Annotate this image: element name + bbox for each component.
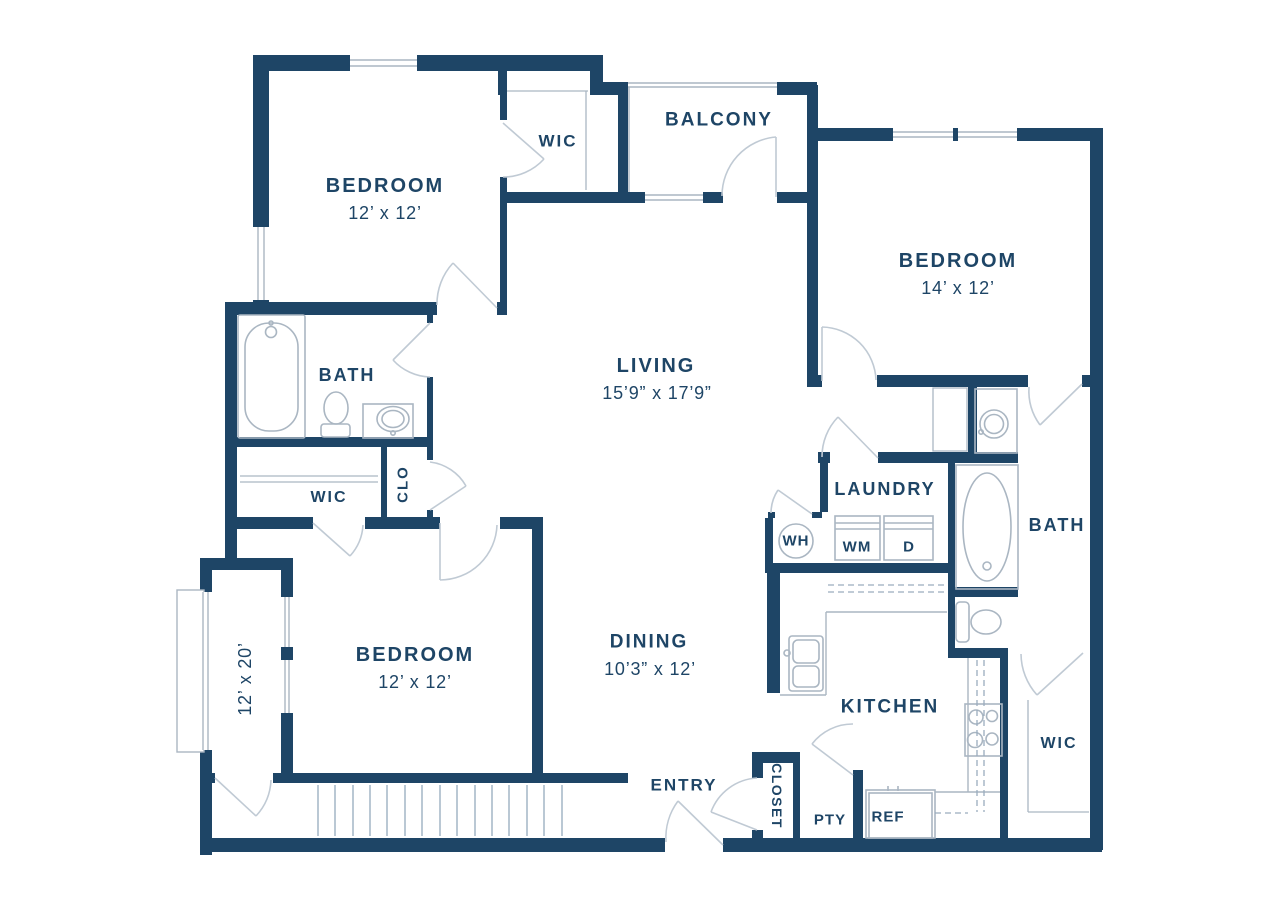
door-vanity	[1028, 383, 1083, 426]
window	[253, 227, 269, 300]
bathtub-icon	[955, 464, 1019, 590]
door-bedroom-bottom	[439, 523, 498, 581]
bedroom-top-right-dims: 14’ x 12’	[921, 278, 995, 298]
dining-label: DINING	[609, 631, 689, 653]
bedroom-bottom-label: BEDROOM	[355, 644, 475, 666]
door-laundry	[821, 416, 879, 459]
bedroom-top-left-label: BEDROOM	[325, 175, 445, 197]
pantry-label: PTY	[813, 811, 847, 829]
window	[281, 660, 293, 713]
door-wic-top	[502, 122, 545, 178]
washer-label: WM	[842, 538, 872, 556]
dryer-icon	[883, 515, 934, 561]
wic-left-label: WIC	[310, 489, 348, 506]
bath-right-label: BATH	[1028, 515, 1086, 535]
window	[645, 192, 703, 203]
window	[958, 128, 1017, 141]
bedroom-bottom-dims: 12’ x 12’	[378, 672, 452, 692]
bedroom-top-left-dims: 12’ x 12’	[348, 203, 422, 223]
closet-shelf-lines	[240, 90, 1089, 813]
stairs-icon	[317, 785, 563, 836]
kitchen-counter-lines	[780, 611, 1000, 793]
living-label: LIVING	[616, 355, 696, 377]
kitchen-sink-icon	[783, 635, 824, 692]
window	[281, 597, 293, 647]
wic-bottom-right-label: WIC	[1040, 735, 1078, 752]
balcony-label: BALCONY	[665, 109, 773, 131]
door-entry-closet	[710, 777, 758, 831]
entry-closet-label: CLOSET	[769, 763, 785, 829]
window	[350, 55, 417, 71]
washer-icon	[834, 515, 881, 561]
wic-top-label: WIC	[538, 131, 578, 151]
hall-closet-label: CLO	[394, 465, 412, 503]
door-wic-bottom-right	[1020, 652, 1084, 696]
sink-icon	[362, 403, 414, 439]
door-bath-left	[392, 322, 431, 378]
kitchen-label: KITCHEN	[840, 696, 940, 718]
refrigerator-label: REF	[871, 808, 905, 826]
toilet-icon	[955, 601, 1002, 643]
dryer-label: D	[903, 538, 915, 556]
window	[200, 592, 212, 750]
door-bedroom-top-right	[821, 326, 877, 381]
door-wic-left	[312, 522, 364, 557]
entry-label: ENTRY	[650, 775, 718, 795]
water-heater-label: WH	[782, 532, 810, 550]
door-pantry	[811, 723, 854, 776]
window-sill	[176, 589, 205, 753]
dining-dims: 10’3” x 12’	[604, 659, 696, 679]
sink-icon	[974, 388, 1018, 454]
door-hall-closet	[429, 461, 467, 511]
bath-left-label: BATH	[318, 365, 376, 385]
bedroom-top-right-label: BEDROOM	[898, 250, 1018, 272]
door-balcony	[721, 136, 777, 197]
upper-cabinet-dashed-lines	[828, 584, 985, 814]
window	[893, 128, 953, 141]
door-bedroom-top-left	[436, 262, 498, 309]
laundry-label: LAUNDRY	[834, 479, 936, 499]
door-entry	[665, 800, 724, 846]
walls	[200, 55, 1103, 855]
water-heater-icon	[778, 523, 814, 559]
refrigerator-icon	[865, 786, 936, 839]
patio-dims: 12’ x 20’	[235, 642, 255, 716]
doors	[214, 122, 1084, 846]
balcony-railing-icon	[628, 82, 777, 192]
door-water-heater	[770, 489, 813, 515]
windows	[176, 55, 1017, 753]
bathtub-icon	[237, 314, 306, 439]
living-dims: 15’9” x 17’9”	[602, 383, 712, 403]
toilet-icon	[320, 391, 351, 438]
door-patio	[214, 777, 272, 817]
